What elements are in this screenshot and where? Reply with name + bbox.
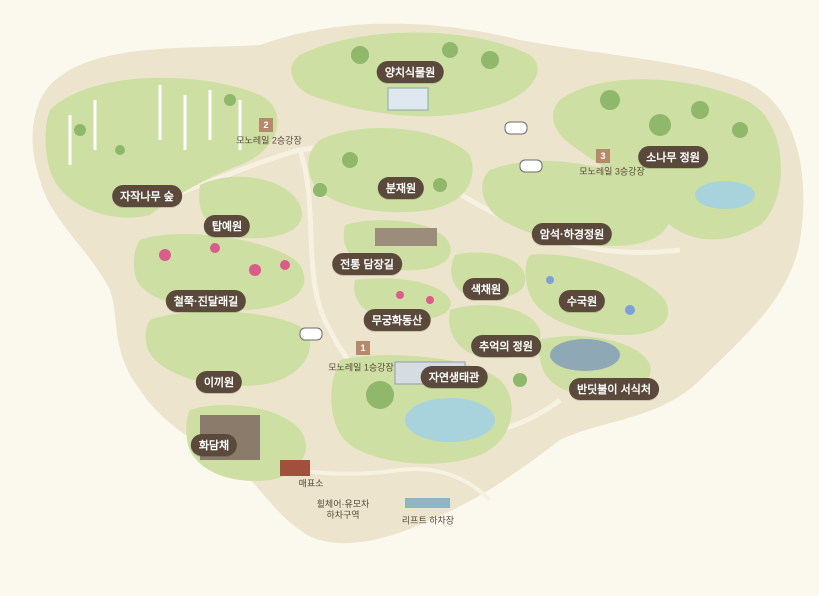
garden-label-cheoljjuk[interactable]: 철쭉·진달래길: [165, 290, 247, 312]
garden-label-jayeon[interactable]: 자연생태관: [420, 366, 488, 388]
garden-label-suguk[interactable]: 수국원: [558, 290, 606, 312]
station-1-label[interactable]: 모노레일 1승강장: [328, 362, 394, 373]
garden-label-saekchae[interactable]: 색채원: [462, 278, 510, 300]
ticket-booth-icon: [280, 460, 310, 476]
station-3-number: 3: [596, 149, 610, 163]
garden-label-jeontong[interactable]: 전통 담장길: [332, 253, 402, 275]
birch-icons: [68, 85, 242, 165]
lift-icon: [405, 498, 450, 508]
station-1-number: 1: [356, 341, 370, 355]
lift-drop-label[interactable]: 리프트 하차장: [401, 515, 455, 526]
pond-small: [695, 181, 755, 209]
flower-icons: [159, 243, 434, 304]
pond: [405, 398, 495, 442]
greenhouse-icon: [387, 87, 429, 111]
garden-label-yangchi[interactable]: 양치식물원: [376, 61, 444, 83]
garden-label-chueok[interactable]: 추억의 정원: [471, 335, 541, 357]
tree-icons: [74, 42, 748, 409]
station-2-label[interactable]: 모노레일 2승강장: [236, 135, 302, 146]
wheelchair-drop-label[interactable]: 휠체어·유모차 하차구역: [316, 499, 370, 520]
garden-label-bandit[interactable]: 반딧불이 서식처: [569, 378, 659, 400]
garden-label-mugung[interactable]: 무궁화동산: [363, 309, 431, 331]
monorail-icons: [299, 121, 543, 341]
pond-firefly: [550, 339, 620, 371]
wall-icon: [375, 228, 437, 246]
garden-label-tapye[interactable]: 탑예원: [203, 215, 251, 237]
garden-label-amseok[interactable]: 암석·하경정원: [531, 223, 613, 245]
garden-label-ikki[interactable]: 이끼원: [195, 371, 243, 393]
garden-label-jajak[interactable]: 자작나무 숲: [112, 185, 182, 207]
station-2-number: 2: [259, 118, 273, 132]
ticket-office-label[interactable]: 매표소: [298, 478, 324, 489]
station-3-label[interactable]: 모노레일 3승강장: [579, 166, 645, 177]
garden-label-sonamu[interactable]: 소나무 정원: [638, 146, 708, 168]
garden-label-bunjae[interactable]: 분재원: [377, 177, 425, 199]
garden-label-hwadam[interactable]: 화담채: [190, 434, 238, 456]
